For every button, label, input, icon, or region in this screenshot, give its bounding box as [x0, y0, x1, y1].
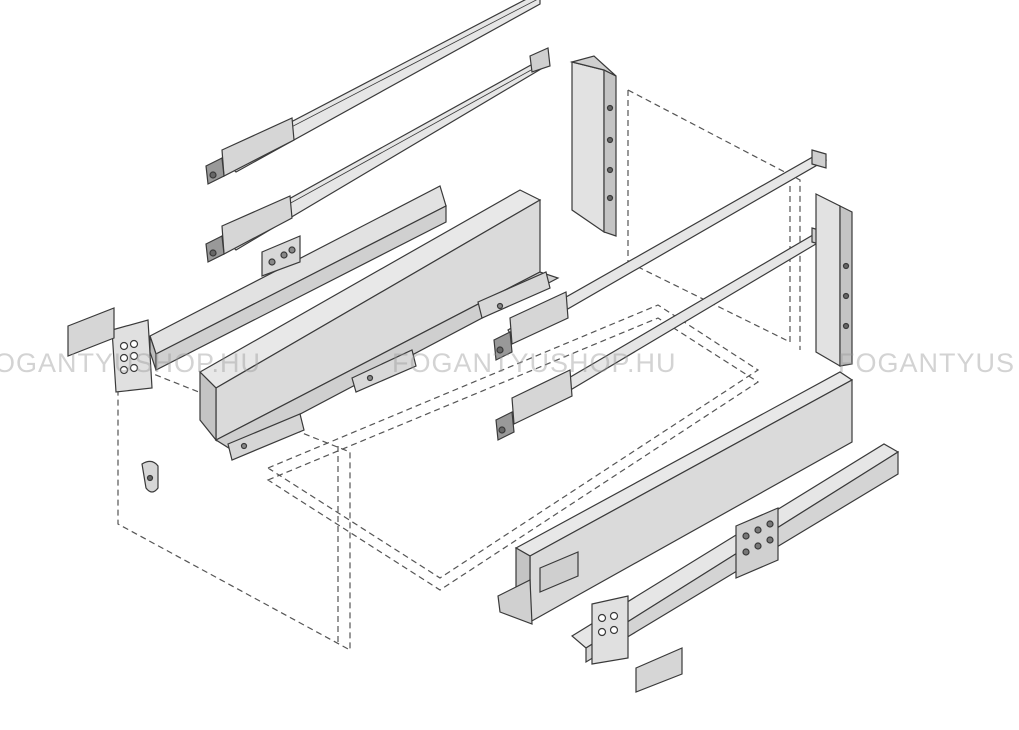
gallery-rail-lower [495, 227, 828, 441]
right-runner [570, 443, 900, 693]
left-inner-side-wall [149, 185, 447, 371]
right-side-panel [497, 371, 854, 625]
left-side-panel [199, 189, 560, 461]
left-front-bracket [67, 307, 153, 393]
rear-upright-bracket [569, 55, 617, 237]
front-hook-fitting [141, 460, 159, 493]
right-rear-bracket [815, 193, 853, 368]
drawer-bottom-dashed-outline [266, 304, 760, 591]
runner-rail-second [205, 47, 551, 263]
gallery-rail-upper [493, 149, 828, 361]
drawer-back-dashed-outline [627, 89, 801, 350]
runner-rail-top [205, 0, 541, 185]
